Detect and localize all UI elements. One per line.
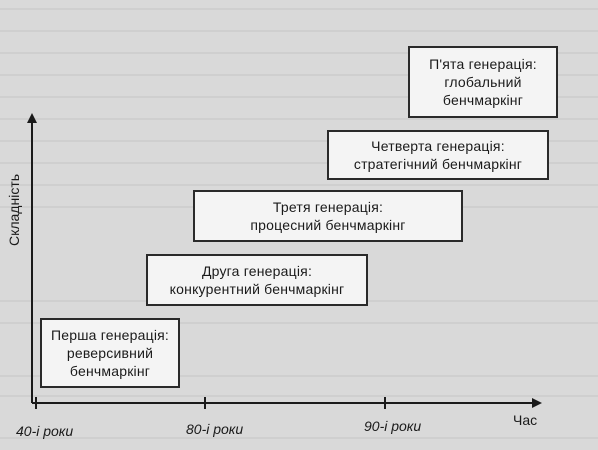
generation-box-1: Перша генерація: реверсивний бенчмаркінг xyxy=(40,318,180,388)
generation-box-text: Перша генерація: реверсивний бенчмаркінг xyxy=(50,327,170,379)
generation-box-text: Четверта генерація: стратегічний бенчмар… xyxy=(353,138,523,172)
generation-box-2: Друга генерація: конкурентний бенчмаркін… xyxy=(146,254,368,306)
generation-box-5: П'ята генерація: глобальний бенчмаркінг xyxy=(408,46,558,118)
generation-box-4: Четверта генерація: стратегічний бенчмар… xyxy=(327,130,549,180)
tick-label: 80-і роки xyxy=(186,421,244,437)
generation-box-text: Друга генерація: конкурентний бенчмаркін… xyxy=(169,263,345,297)
y-axis-label: Складність xyxy=(6,173,23,247)
generation-box-text: Третя генерація: процесний бенчмаркінг xyxy=(250,199,406,233)
tick-label: 40-і роки xyxy=(16,423,74,439)
generation-box-text: П'ята генерація: глобальний бенчмаркінг xyxy=(429,56,537,108)
tick-label: 90-і роки xyxy=(364,418,422,434)
generation-box-3: Третя генерація: процесний бенчмаркінг xyxy=(193,190,463,242)
x-axis-label: Час xyxy=(513,412,538,428)
